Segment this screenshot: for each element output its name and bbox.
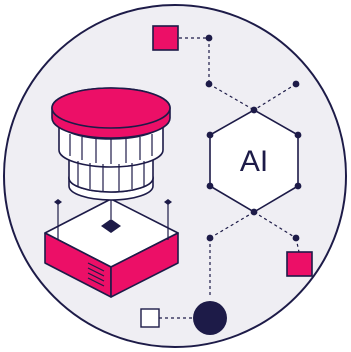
network-connections	[159, 37, 300, 319]
stripes-upper	[69, 134, 153, 164]
network-node-icon	[205, 34, 302, 242]
square-node-icon	[152, 25, 179, 51]
stripes-lower	[77, 161, 145, 191]
vent-lines	[87, 262, 105, 287]
diamond-icon	[101, 219, 121, 233]
large-node-icon	[193, 301, 227, 335]
square-node-icon	[286, 251, 313, 277]
database-stack-icon	[51, 87, 171, 201]
square-node-icon	[140, 308, 160, 328]
ai-label: AI	[240, 145, 268, 178]
